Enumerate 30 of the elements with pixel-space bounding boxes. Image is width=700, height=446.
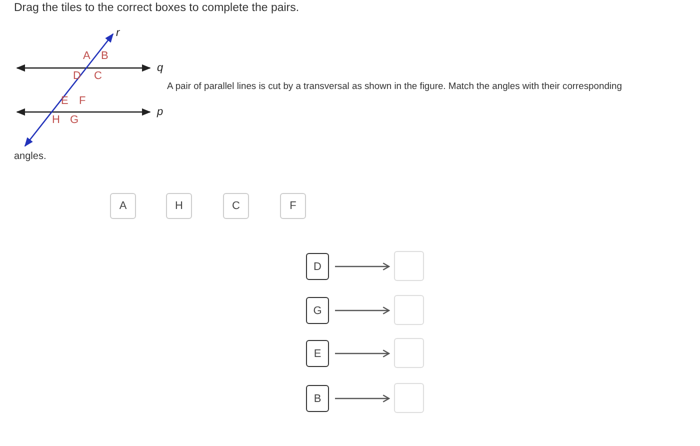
answer-tile: B (306, 385, 329, 412)
angle-label: A (83, 51, 90, 62)
line-name: r (116, 28, 120, 39)
line-name: p (157, 107, 164, 118)
drop-target-box (394, 338, 424, 368)
answer-tile: C (223, 193, 249, 219)
instruction-text: Drag the tiles to the correct boxes to complete the pairs. (14, 2, 300, 14)
answer-tile: E (306, 340, 329, 367)
arrow (335, 262, 390, 270)
drop-target-box (394, 295, 424, 325)
angle-label: G (70, 115, 79, 126)
angle-label: C (94, 71, 102, 82)
question-text: A pair of parallel lines is cut by a transversal as shown in the figure. Match the angles with their corresponding (167, 80, 622, 91)
answer-tile: F (280, 193, 306, 219)
answer-tile: D (306, 253, 329, 280)
line-name: q (157, 63, 164, 74)
arrow (335, 394, 390, 402)
answer-tile: G (306, 297, 329, 324)
arrow (335, 350, 390, 358)
angle-label: H (52, 115, 60, 126)
question-text: angles. (14, 151, 46, 162)
answer-tile: A (110, 193, 136, 219)
arrow (335, 306, 390, 314)
angle-label: B (101, 51, 108, 62)
drop-target-box (394, 383, 424, 413)
drop-target-box (394, 251, 424, 281)
angle-label: D (73, 71, 81, 82)
answer-tile: H (166, 193, 192, 219)
angle-label: E (61, 96, 68, 107)
angle-label: F (79, 96, 86, 107)
